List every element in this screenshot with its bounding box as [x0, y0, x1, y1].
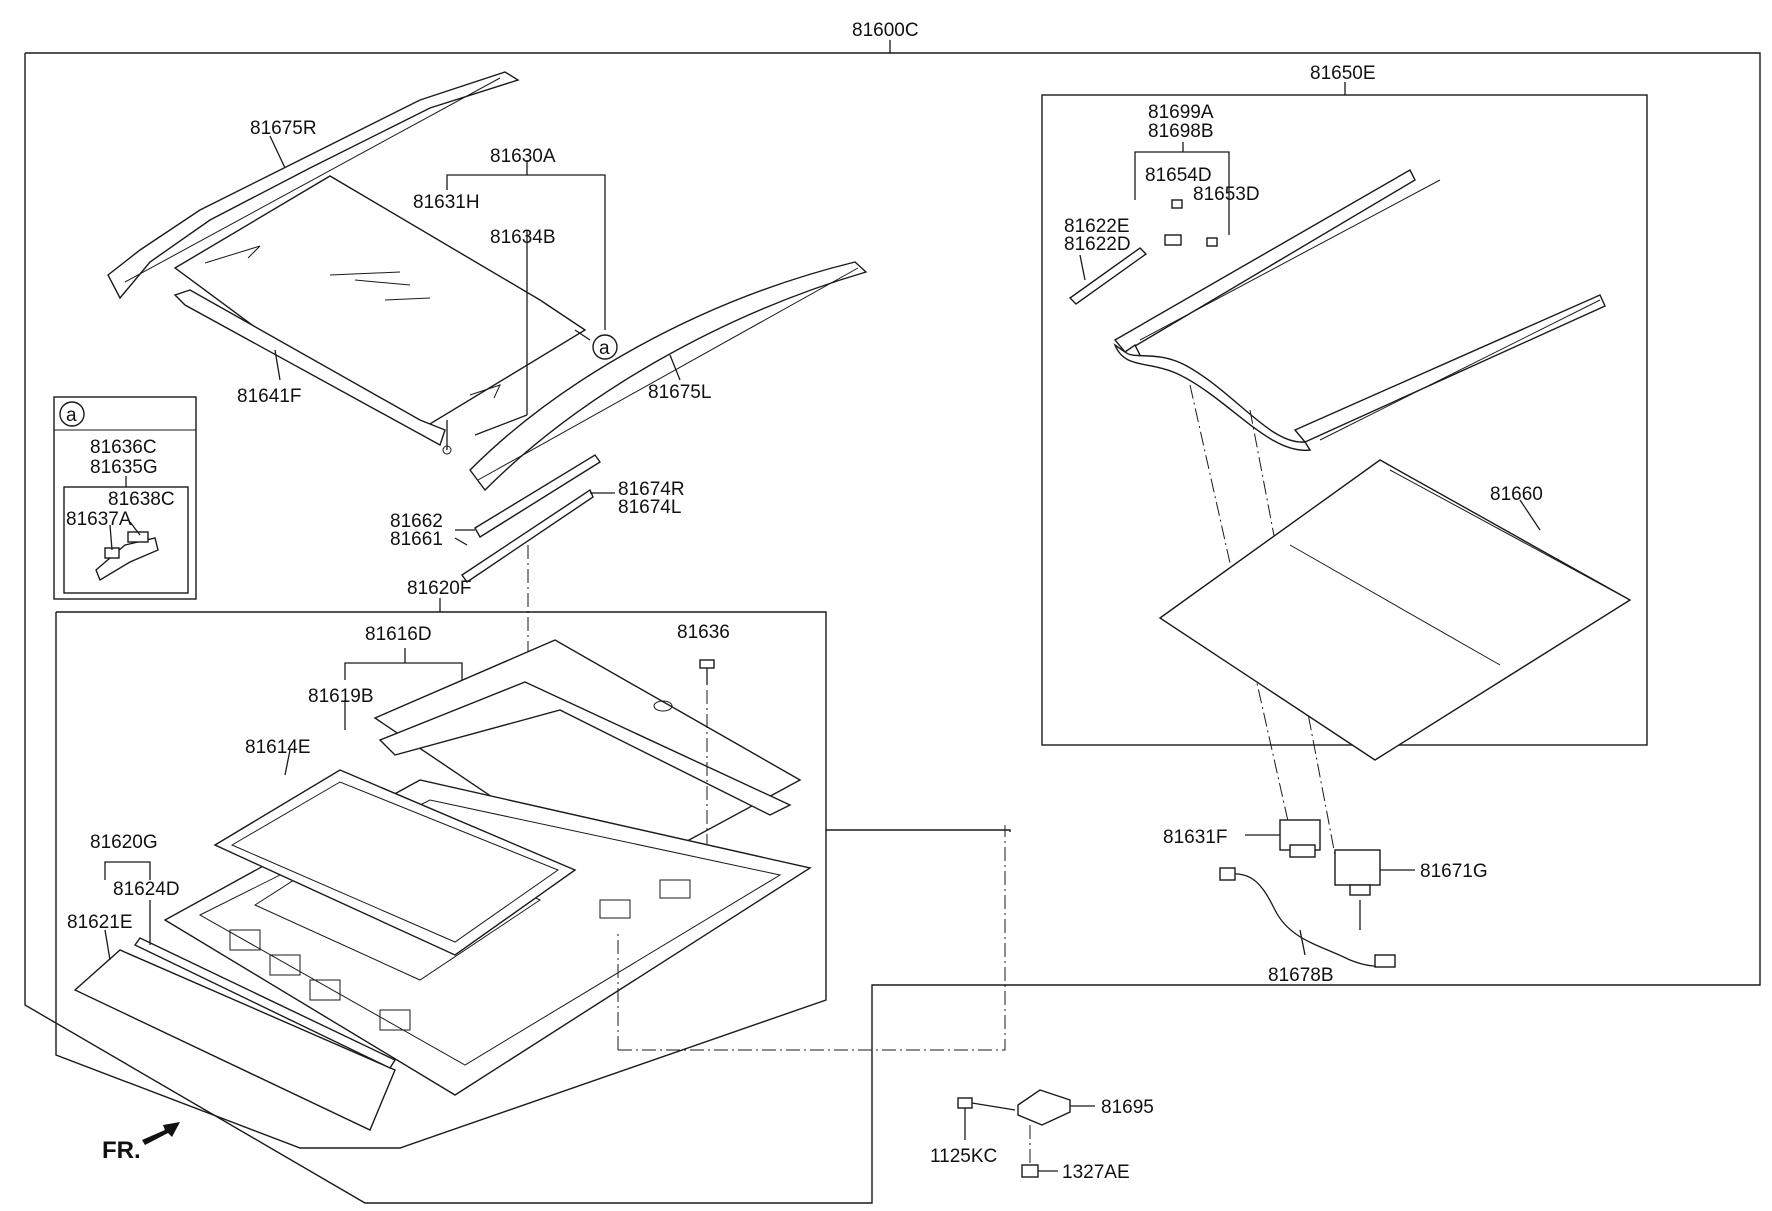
label-81630A: 81630A — [490, 146, 556, 167]
label-81624D: 81624D — [113, 879, 180, 900]
roof-rail-left — [469, 261, 868, 492]
sunroof-guide-rails — [1113, 169, 1606, 451]
label-81674L: 81674L — [618, 497, 681, 518]
label-81641F: 81641F — [237, 386, 301, 407]
label-81678B: 81678B — [1268, 965, 1334, 986]
assembly-boundary — [24, 40, 1761, 1204]
label-81661: 81661 — [390, 529, 443, 550]
label-81674R: 81674R — [618, 479, 685, 500]
label-81650E: 81650E — [1310, 63, 1376, 84]
front-direction-arrow — [142, 1122, 180, 1145]
label-81635G: 81635G — [90, 457, 158, 478]
fixed-glass-seal — [378, 681, 792, 816]
mechanism-small-parts — [1068, 199, 1218, 305]
label-81631F: 81631F — [1163, 827, 1227, 848]
label-81616D: 81616D — [365, 624, 432, 645]
label-81675R: 81675R — [250, 118, 317, 139]
label-81614E: 81614E — [245, 737, 311, 758]
screw — [699, 659, 715, 685]
frame-box — [55, 598, 1011, 1149]
label-81653D: 81653D — [1193, 184, 1260, 205]
label-81699A: 81699A — [1148, 102, 1214, 123]
wind-deflectors — [454, 454, 615, 583]
label-81638C: 81638C — [108, 489, 175, 510]
label-81654D: 81654D — [1145, 165, 1212, 186]
callout-a: a — [592, 334, 618, 360]
detail-box-a: a — [53, 396, 197, 600]
label-81660: 81660 — [1490, 484, 1543, 505]
label-1327AE: 1327AE — [1062, 1162, 1130, 1183]
drive-motor — [1245, 819, 1321, 858]
bolt — [957, 1097, 1016, 1140]
rear-seal — [133, 937, 397, 1069]
label-81637A: 81637A — [66, 509, 132, 530]
second-motor — [1334, 849, 1415, 930]
bracket — [1017, 1089, 1095, 1126]
wire-harness — [1219, 867, 1396, 968]
label-front: FR. — [102, 1137, 141, 1164]
mechanism-box — [1041, 82, 1648, 746]
nut — [1021, 1125, 1058, 1178]
label-81622D: 81622D — [1064, 234, 1131, 255]
label-81621E: 81621E — [67, 912, 133, 933]
label-81600C: 81600C — [852, 20, 919, 41]
roof-rail-right — [107, 71, 520, 300]
label-81620G: 81620G — [90, 832, 158, 853]
frame-seal — [213, 769, 577, 956]
svg-text:a: a — [66, 405, 77, 426]
label-81675L: 81675L — [648, 382, 711, 403]
sunshade — [1158, 459, 1632, 761]
label-81622E: 81622E — [1064, 216, 1130, 237]
label-81620F: 81620F — [407, 578, 471, 599]
label-81636C: 81636C — [90, 437, 157, 458]
label-81695: 81695 — [1101, 1097, 1154, 1118]
rear-panel — [73, 949, 396, 1131]
label-81636: 81636 — [677, 622, 730, 643]
label-81619B: 81619B — [308, 686, 374, 707]
label-81671G: 81671G — [1420, 861, 1488, 882]
label-81634B: 81634B — [490, 227, 556, 248]
label-81662: 81662 — [390, 511, 443, 532]
label-81631H: 81631H — [413, 192, 480, 213]
svg-text:a: a — [599, 338, 610, 359]
label-81698B: 81698B — [1148, 121, 1214, 142]
label-1125KC: 1125KC — [930, 1146, 997, 1167]
